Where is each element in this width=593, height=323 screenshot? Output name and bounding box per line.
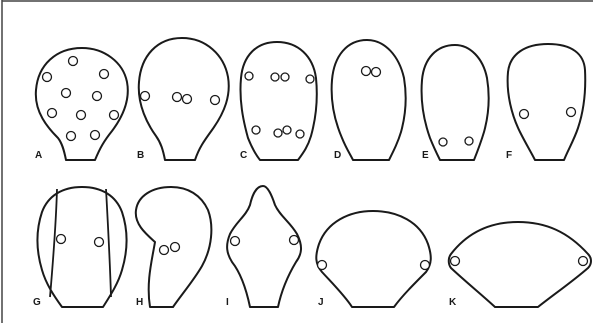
- panel-f-pore: [520, 110, 529, 119]
- panel-b-pore: [141, 92, 150, 101]
- panel-d-pore: [372, 68, 381, 77]
- panel-d-outline: [332, 40, 406, 160]
- panel-g-left-wall: [50, 189, 57, 297]
- panel-a-pore: [110, 111, 119, 120]
- panel-b: B: [137, 38, 229, 161]
- panel-k: K: [449, 222, 591, 308]
- panel-i-label: I: [226, 297, 229, 308]
- panel-a-pore: [43, 73, 52, 82]
- panel-e-pore: [465, 137, 473, 145]
- panel-f-outline: [508, 44, 586, 160]
- panel-c-pore: [245, 72, 253, 80]
- panel-g-pore: [57, 235, 66, 244]
- panel-a-pore: [67, 132, 76, 141]
- panel-e-label: E: [422, 150, 429, 161]
- panel-h-pore: [160, 246, 169, 255]
- panel-c-outline: [240, 42, 316, 160]
- panel-a-pore: [100, 70, 109, 79]
- panel-c-pore: [296, 130, 304, 138]
- panel-g: G: [33, 187, 127, 308]
- panel-a-pore: [93, 92, 102, 101]
- panel-i: I: [226, 186, 301, 308]
- panel-d-pore: [362, 67, 371, 76]
- panel-f: F: [506, 44, 585, 161]
- panel-e-outline: [422, 45, 489, 160]
- panel-c: C: [240, 42, 317, 161]
- panel-h-pore: [171, 243, 180, 252]
- panel-k-outline: [449, 222, 591, 307]
- panel-b-pore: [211, 96, 220, 105]
- panel-f-label: F: [506, 150, 512, 161]
- panel-a: A: [35, 48, 128, 161]
- panel-j-outline: [316, 211, 430, 307]
- panel-c-pore: [252, 126, 260, 134]
- panel-a-label: A: [35, 150, 42, 161]
- panel-c-pore: [283, 126, 291, 134]
- panel-j-pore: [421, 261, 430, 270]
- panel-c-pore: [281, 73, 289, 81]
- panel-b-label: B: [137, 150, 144, 161]
- panel-j-label: J: [318, 297, 324, 308]
- panel-c-pore: [274, 129, 282, 137]
- panel-c-pore: [271, 73, 279, 81]
- panel-d: D: [332, 40, 406, 161]
- panel-f-pore: [567, 108, 576, 117]
- panel-g-label: G: [33, 297, 41, 308]
- panel-k-label: K: [449, 297, 457, 308]
- panel-e: E: [422, 45, 489, 161]
- panel-k-pore: [579, 257, 588, 266]
- panel-a-pore: [91, 131, 100, 140]
- panel-c-label: C: [240, 150, 247, 161]
- panel-a-outline: [36, 48, 128, 160]
- panel-a-pore: [77, 111, 86, 120]
- panel-h: H: [136, 187, 212, 308]
- panel-j: J: [316, 211, 430, 308]
- panel-g-pore: [95, 238, 104, 247]
- panel-a-pore: [62, 89, 71, 98]
- panel-b-pore: [183, 95, 192, 104]
- panel-e-pore: [439, 138, 447, 146]
- panel-a-pore: [48, 109, 57, 118]
- panel-b-pore: [173, 93, 182, 102]
- panel-i-pore: [231, 237, 240, 246]
- panel-g-right-wall: [106, 189, 111, 297]
- panel-h-label: H: [136, 297, 143, 308]
- panel-d-label: D: [334, 150, 341, 161]
- panel-k-pore: [451, 257, 460, 266]
- panel-a-pore: [69, 57, 78, 66]
- panel-i-outline: [227, 186, 301, 307]
- panel-i-pore: [290, 236, 299, 245]
- panel-c-pore: [306, 75, 314, 83]
- panel-j-pore: [318, 261, 327, 270]
